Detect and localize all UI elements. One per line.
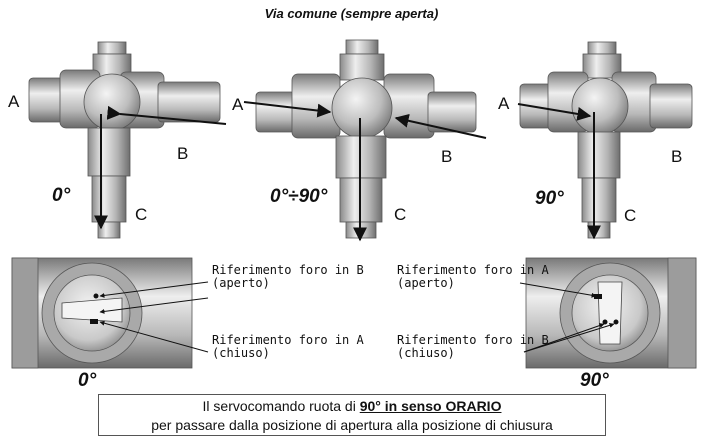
detail-0deg	[11, 257, 209, 369]
port-c-label-0deg: C	[135, 205, 148, 224]
port-b-label-90deg: B	[671, 147, 683, 166]
ref-closed-0deg: Riferimento foro in A (chiuso)	[212, 333, 364, 360]
valve-0deg	[28, 41, 227, 239]
angle-label-90deg: 90°	[535, 188, 564, 209]
port-c-label-transition: C	[394, 205, 407, 224]
port-a-label-90deg: A	[498, 94, 510, 113]
detail-90deg	[519, 257, 697, 369]
port-a-label-0deg: A	[8, 92, 20, 111]
angle-label-0deg: 0°	[52, 185, 71, 206]
ref-open-0deg: Riferimento foro in B (aperto)	[212, 263, 364, 290]
ref-open-90deg: Riferimento foro in A (aperto)	[397, 263, 549, 290]
detail-angle-90deg: 90°	[580, 370, 609, 391]
port-b-label-0deg: B	[177, 144, 189, 163]
port-c-label-90deg: C	[624, 206, 637, 225]
rotation-note: Il servocomando ruota di 90° in senso OR…	[98, 394, 606, 436]
note-prefix: Il servocomando ruota di	[202, 398, 360, 414]
common-way-label: Via comune (sempre aperta)	[264, 6, 439, 21]
port-a-label-transition: A	[232, 95, 244, 114]
note-line2: per passare dalla posizione di apertura …	[151, 417, 553, 433]
detail-angle-0deg: 0°	[78, 370, 97, 391]
angle-label-transition: 0°÷90°	[270, 186, 328, 207]
note-emphasis: 90° in senso ORARIO	[359, 398, 502, 414]
valve-90deg	[517, 41, 693, 240]
ref-closed-90deg: Riferimento foro in B (chiuso)	[397, 333, 549, 360]
valve-transition	[243, 39, 487, 242]
port-b-label-transition: B	[441, 147, 453, 166]
